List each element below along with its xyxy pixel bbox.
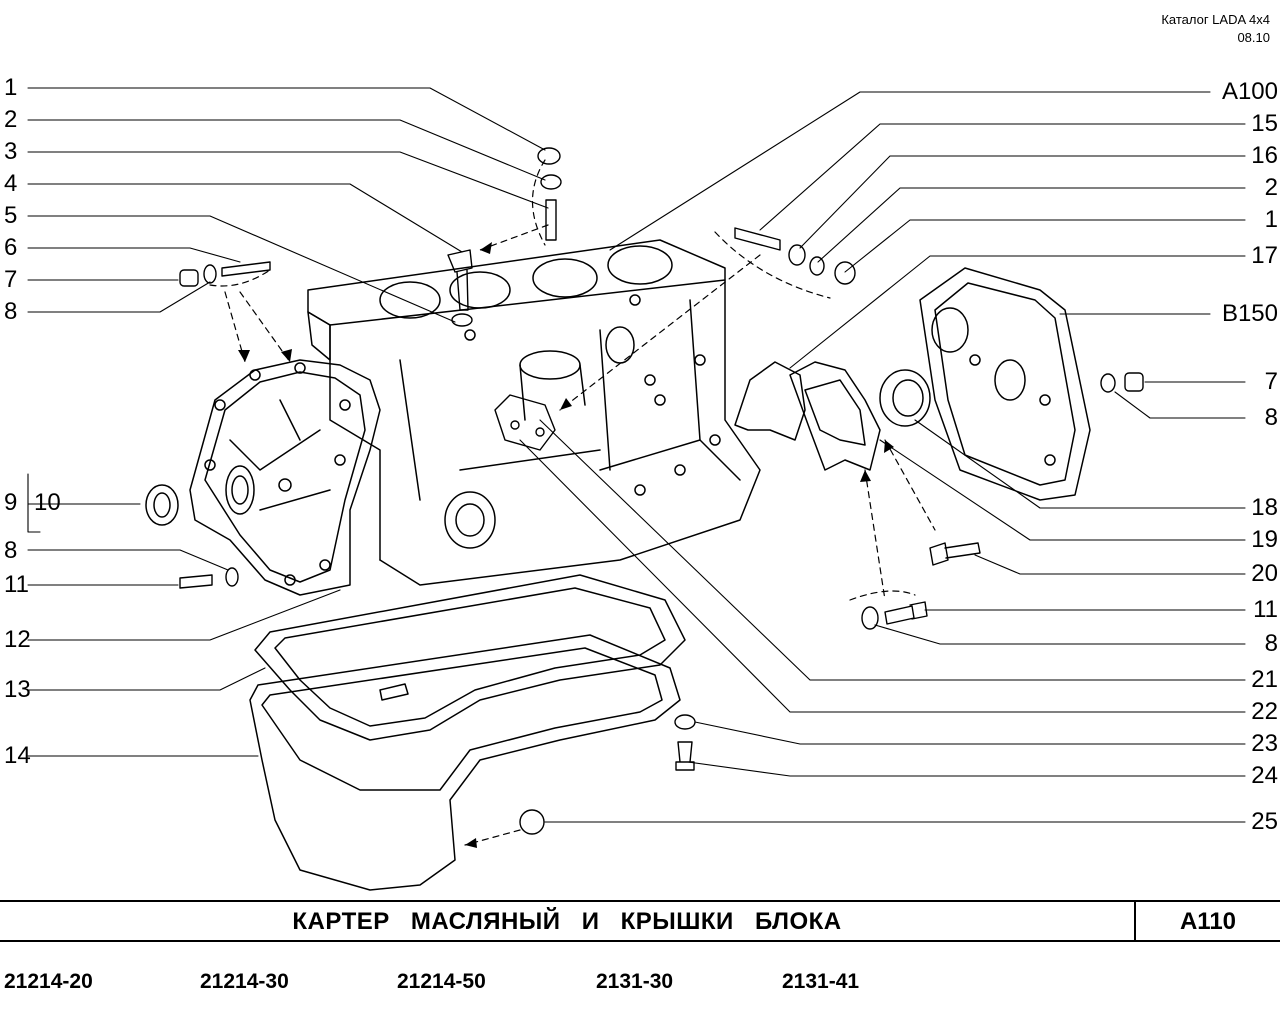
callout-a100: А100 bbox=[1221, 78, 1278, 105]
leader-lines-right bbox=[519, 91, 1246, 823]
model-code: 21214-50 bbox=[397, 970, 486, 993]
callout-25: 25 bbox=[1251, 808, 1278, 835]
hardware-left bbox=[179, 147, 562, 589]
oil-seal-10 bbox=[145, 484, 179, 526]
oil-pan bbox=[249, 634, 681, 891]
callout-23: 23 bbox=[1251, 730, 1278, 757]
callout-7b: 7 bbox=[1264, 368, 1278, 395]
hardware-bottom bbox=[519, 714, 696, 835]
callout-b150: В150 bbox=[1221, 300, 1278, 327]
callout-18: 18 bbox=[1251, 494, 1278, 521]
hardware-right-mid bbox=[861, 372, 1144, 630]
callout-1b: 1 bbox=[1264, 206, 1278, 233]
assembly-arrows bbox=[209, 159, 936, 846]
callout-21: 21 bbox=[1251, 666, 1278, 693]
page-title: КАРТЕР МАСЛЯНЫЙ И КРЫШКИ БЛОКА bbox=[292, 908, 842, 935]
callout-17: 17 bbox=[1251, 242, 1278, 269]
callout-15: 15 bbox=[1251, 110, 1278, 137]
callout-5: 5 bbox=[4, 202, 18, 229]
model-code: 2131-41 bbox=[782, 970, 860, 993]
front-cover bbox=[189, 359, 381, 596]
arrow-heads bbox=[238, 242, 894, 848]
callout-8: 8 bbox=[4, 298, 18, 325]
callout-12: 12 bbox=[4, 626, 31, 653]
callout-2: 2 bbox=[4, 106, 18, 133]
clutch-housing-cover bbox=[919, 267, 1091, 501]
model-code: 2131-30 bbox=[596, 970, 674, 993]
callout-24: 24 bbox=[1251, 762, 1278, 789]
callout-7: 7 bbox=[4, 266, 18, 293]
exploded-parts-diagram bbox=[27, 87, 1246, 891]
callout-11: 11 bbox=[4, 571, 29, 598]
rear-oil-seal bbox=[879, 369, 931, 427]
catalog-title: Каталог LADA 4x4 bbox=[1161, 12, 1270, 27]
callout-8c: 8 bbox=[1264, 404, 1278, 431]
callout-20: 20 bbox=[1251, 560, 1278, 587]
callout-10: 10 bbox=[34, 489, 61, 516]
callout-4: 4 bbox=[4, 170, 18, 197]
callout-1: 1 bbox=[4, 74, 18, 101]
callout-14: 14 bbox=[4, 742, 31, 769]
model-code: 21214-20 bbox=[4, 970, 93, 993]
model-code: 21214-30 bbox=[200, 970, 289, 993]
callout-13: 13 bbox=[4, 676, 31, 703]
oil-pan-gasket bbox=[254, 574, 686, 741]
engine-block bbox=[307, 239, 761, 586]
section-code: А110 bbox=[1179, 908, 1237, 935]
callout-19: 19 bbox=[1251, 526, 1278, 553]
callout-8d: 8 bbox=[1264, 630, 1278, 657]
callout-8b: 8 bbox=[4, 537, 18, 564]
rear-cover-gasket bbox=[734, 361, 881, 471]
title-divider bbox=[1134, 902, 1136, 940]
callout-9: 9 bbox=[4, 489, 18, 516]
leader-lines-left bbox=[27, 87, 549, 757]
title-bar: КАРТЕР МАСЛЯНЫЙ И КРЫШКИ БЛОКА А110 bbox=[0, 900, 1280, 942]
catalog-date: 08.10 bbox=[1237, 30, 1270, 45]
callout-22: 22 bbox=[1251, 698, 1278, 725]
oil-pump-housing bbox=[494, 394, 556, 451]
hardware-right-top bbox=[734, 227, 856, 285]
callout-2b: 2 bbox=[1264, 174, 1278, 201]
callout-6: 6 bbox=[4, 234, 18, 261]
callout-11b: 11 bbox=[1253, 596, 1278, 623]
callout-16: 16 bbox=[1251, 142, 1278, 169]
callout-3: 3 bbox=[4, 138, 18, 165]
